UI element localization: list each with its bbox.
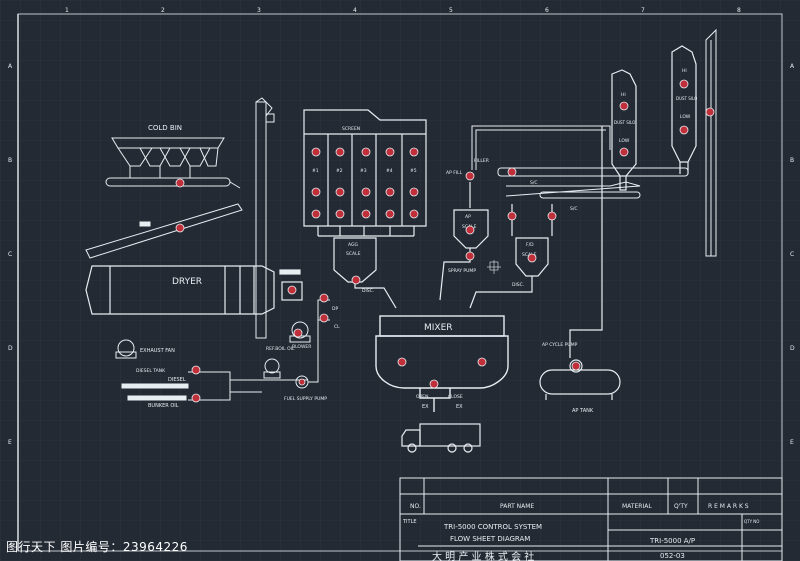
low-label-2: LOW bbox=[680, 114, 691, 120]
dust-silo-2: HI DUST SILO LOW bbox=[671, 45, 697, 174]
filler-system: FILLER AP FILL S/C S/C bbox=[446, 125, 689, 212]
bin-4-label: #4 bbox=[386, 168, 393, 174]
dust-silo-label-1: DUST SILO bbox=[614, 120, 635, 125]
ap-tank-label: AP TANK bbox=[572, 408, 594, 414]
title-line-2: FLOW SHEET DIAGRAM bbox=[450, 535, 530, 543]
border-col-label: 6 bbox=[545, 7, 549, 14]
border-col-label: 4 bbox=[353, 7, 357, 14]
mixer: MIXER OPEN CLOSE EX EX bbox=[375, 315, 509, 412]
dust-silo-1: HI DUST SILO LOW bbox=[611, 69, 637, 191]
border-row-label: B bbox=[8, 157, 12, 164]
dryer-label: DRYER bbox=[172, 277, 202, 287]
remarks-header: R E M A R K S bbox=[708, 503, 749, 510]
dp-label: DP bbox=[332, 306, 338, 312]
border-row-label: C bbox=[790, 251, 794, 258]
dryer: DRYER bbox=[85, 265, 303, 315]
cold-bin: COLD BIN bbox=[105, 124, 241, 189]
open-sub-label: EX bbox=[422, 404, 429, 410]
border-column-labels: 1 2 3 4 5 6 7 8 bbox=[65, 7, 741, 14]
ap-scale-label-1: AP bbox=[465, 214, 471, 220]
border-row-label: E bbox=[8, 439, 12, 446]
diesel-tank-label: DIESEL TANK bbox=[136, 368, 166, 374]
bucket-elevator-1 bbox=[255, 97, 275, 339]
border-col-label: 2 bbox=[161, 7, 165, 14]
open-label: OPEN bbox=[416, 394, 428, 400]
material-header: MATERIAL bbox=[622, 503, 652, 510]
bin-1-label: #1 bbox=[312, 168, 319, 174]
hot-bins: SCREEN #1 #2 #3 #4 #5 bbox=[303, 109, 427, 227]
ap-fill-label: AP FILL bbox=[446, 170, 463, 176]
border-row-label: D bbox=[790, 345, 795, 352]
spray-pump-label: SPRAY PUMP bbox=[448, 268, 476, 274]
agg-scale-label-1: AGG bbox=[348, 242, 358, 248]
fuel-supply-pump-label: FUEL SUPPLY PUMP bbox=[284, 396, 327, 402]
exhaust-fan: EXHAUST FAN bbox=[115, 339, 175, 359]
border-row-label: C bbox=[8, 251, 12, 258]
sc-label-1: S/C bbox=[530, 180, 538, 186]
bin-3-label: #3 bbox=[360, 168, 367, 174]
no-header: NO. bbox=[410, 503, 421, 510]
screen-label: SCREEN bbox=[342, 126, 360, 132]
valves bbox=[175, 79, 715, 403]
border-row-label: D bbox=[8, 345, 13, 352]
qty-header: Q'TY bbox=[674, 503, 688, 510]
bin-2-label: #2 bbox=[336, 168, 343, 174]
hi-label-1: HI bbox=[621, 92, 626, 98]
border-row-label: B bbox=[790, 157, 794, 164]
title-block-text: NO. PART NAME MATERIAL Q'TY R E M A R K … bbox=[402, 503, 759, 561]
qty-no-label: QTY NO bbox=[744, 519, 759, 524]
title-block bbox=[399, 477, 783, 561]
ref-boil-oil-label: REF.BOIL OIL bbox=[266, 346, 295, 352]
border-row-label: A bbox=[790, 63, 795, 70]
close-label: CLOSE bbox=[448, 394, 463, 400]
bin-5-label: #5 bbox=[410, 168, 417, 174]
cad-crosshair bbox=[487, 260, 501, 274]
border-row-labels: A B C D E A B C D E bbox=[8, 63, 795, 446]
bunker-oil-label: BUNKER OIL bbox=[148, 403, 179, 409]
cold-bin-label: COLD BIN bbox=[148, 124, 182, 132]
ap-tank: AP CYCLE PUMP AP TANK bbox=[539, 126, 621, 414]
close-sub-label: EX bbox=[456, 404, 463, 410]
inclined-conveyor bbox=[85, 203, 243, 259]
hi-label-2: HI bbox=[682, 68, 687, 74]
border-col-label: 1 bbox=[65, 7, 69, 14]
title-line-1: TRI-5000 CONTROL SYSTEM bbox=[443, 523, 542, 531]
blower: REF.BOIL OIL BLOWER bbox=[263, 321, 311, 379]
truck bbox=[401, 423, 481, 453]
fuel-tanks: DIESEL TANK DIESEL BUNKER OIL bbox=[121, 368, 308, 409]
model-number: TRI-5000 A/P bbox=[649, 537, 695, 545]
disc-left-label: DISC. bbox=[362, 288, 374, 294]
bucket-elevator-2 bbox=[705, 28, 717, 257]
cl-label: CL bbox=[334, 324, 340, 330]
border-col-label: 7 bbox=[641, 7, 645, 14]
border-col-label: 8 bbox=[737, 7, 741, 14]
border-row-label: A bbox=[8, 63, 13, 70]
sc-label-2: S/C bbox=[570, 206, 578, 212]
border-col-label: 3 bbox=[257, 7, 261, 14]
agg-scale-label-2: SCALE bbox=[346, 251, 361, 257]
filler-label: FILLER bbox=[474, 158, 489, 164]
watermark: 图行天下 图片编号：23964226 bbox=[6, 540, 188, 554]
fd-scale-label-1: F/D bbox=[526, 242, 534, 248]
border-col-label: 5 bbox=[449, 7, 453, 14]
part-name-header: PART NAME bbox=[500, 503, 534, 510]
border-row-label: E bbox=[790, 439, 794, 446]
ap-cycle-pump-label: AP CYCLE PUMP bbox=[542, 342, 578, 348]
agg-scale: AGG SCALE DISC. bbox=[317, 226, 415, 309]
low-label-1: LOW bbox=[619, 138, 630, 144]
drawing-number: 052-03 bbox=[660, 552, 685, 560]
disc-right-label: DISC. bbox=[512, 282, 524, 288]
blower-label: BLOWER bbox=[292, 344, 311, 350]
title-label: TITLE bbox=[402, 519, 417, 525]
company-name: 大 明 产 业 株 式 会 社 bbox=[432, 550, 534, 561]
diesel-label: DIESEL bbox=[168, 377, 186, 383]
exhaust-fan-label: EXHAUST FAN bbox=[140, 348, 175, 354]
dust-silo-label-2: DUST SILO bbox=[676, 96, 697, 101]
mixer-label: MIXER bbox=[424, 323, 453, 333]
